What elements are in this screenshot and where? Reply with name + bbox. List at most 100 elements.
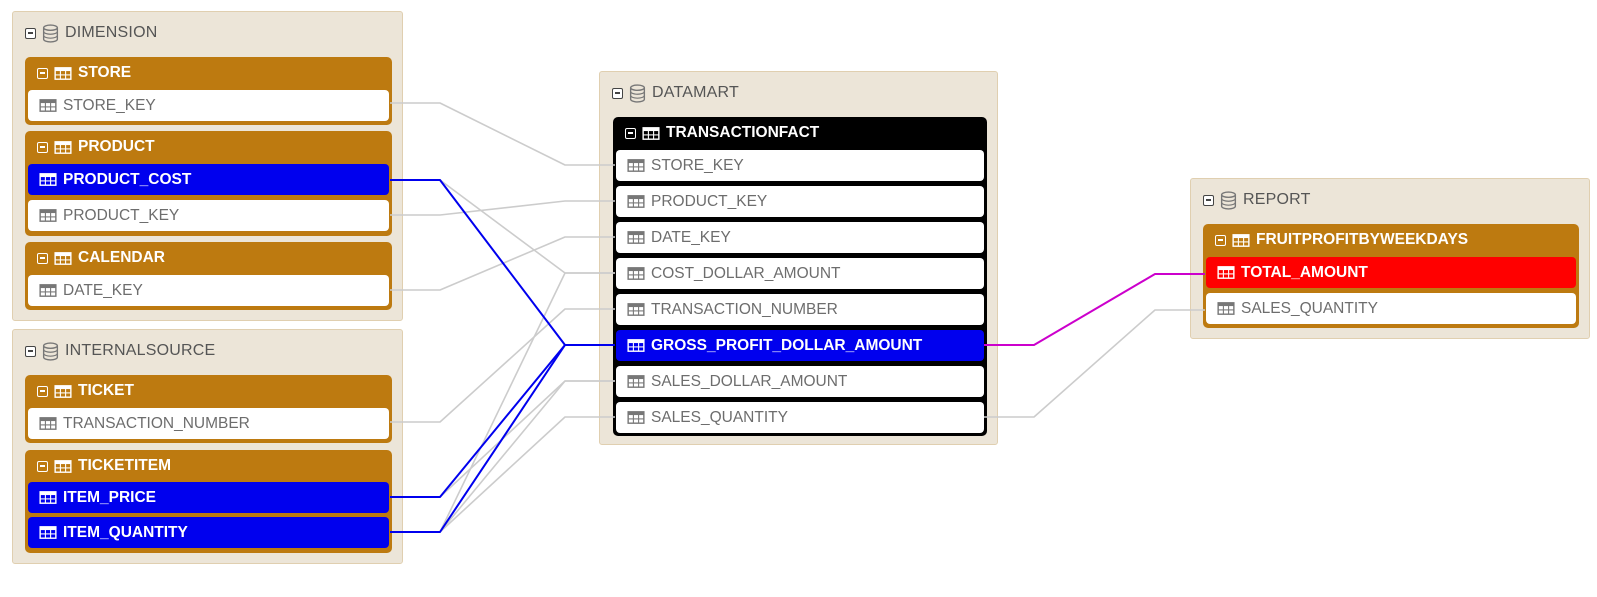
link-sales-quantity-to-sales-quantity bbox=[984, 309, 1205, 418]
table-fruitprofitbyweekdays[interactable]: FRUITPROFITBYWEEKDAYS TOTAL_AMOUNT SALES… bbox=[1203, 224, 1579, 328]
column-icon bbox=[39, 417, 57, 430]
table-header: STORE bbox=[37, 64, 131, 82]
column-icon bbox=[1217, 266, 1235, 279]
column-sales-quantity[interactable]: SALES_QUANTITY bbox=[1206, 293, 1576, 324]
column-label: PRODUCT_KEY bbox=[63, 206, 180, 224]
column-label: STORE_KEY bbox=[63, 96, 156, 114]
column-icon bbox=[627, 267, 645, 280]
table-header: TICKET bbox=[37, 382, 134, 400]
table-icon bbox=[642, 127, 660, 140]
collapse-icon[interactable] bbox=[37, 252, 48, 264]
highlighted-links bbox=[390, 179, 615, 533]
column-icon bbox=[39, 173, 57, 186]
column-date-key[interactable]: DATE_KEY bbox=[28, 275, 389, 306]
collapse-icon[interactable] bbox=[37, 460, 48, 472]
link-product-cost-to-gross-profit-dollar-amount bbox=[390, 179, 615, 346]
column-store-key[interactable]: STORE_KEY bbox=[28, 90, 389, 121]
collapse-icon[interactable] bbox=[37, 67, 48, 79]
column-label: TRANSACTION_NUMBER bbox=[651, 300, 838, 318]
column-icon bbox=[627, 303, 645, 316]
table-icon bbox=[1232, 234, 1250, 247]
table-icon bbox=[54, 385, 72, 398]
schema-header: DIMENSION bbox=[25, 23, 157, 43]
column-label: PRODUCT_COST bbox=[63, 170, 192, 188]
column-transaction-number[interactable]: TRANSACTION_NUMBER bbox=[616, 294, 984, 325]
table-header: FRUITPROFITBYWEEKDAYS bbox=[1215, 231, 1468, 249]
collapse-icon[interactable] bbox=[625, 127, 636, 139]
schema-title: DATAMART bbox=[652, 84, 739, 101]
table-title: TICKET bbox=[78, 382, 134, 399]
column-cost-dollar-amount[interactable]: COST_DOLLAR_AMOUNT bbox=[616, 258, 984, 289]
link-item-quantity-to-cost-dollar-amount bbox=[390, 272, 615, 533]
column-transaction-number[interactable]: TRANSACTION_NUMBER bbox=[28, 408, 389, 439]
column-date-key[interactable]: DATE_KEY bbox=[616, 222, 984, 253]
table-header: TRANSACTIONFACT bbox=[625, 124, 819, 142]
column-label: COST_DOLLAR_AMOUNT bbox=[651, 264, 841, 282]
column-product-cost[interactable]: PRODUCT_COST bbox=[28, 164, 389, 195]
database-icon bbox=[42, 24, 59, 43]
column-label: SALES_DOLLAR_AMOUNT bbox=[651, 372, 848, 390]
table-transactionfact[interactable]: TRANSACTIONFACT STORE_KEY PRODUCT_KEY DA… bbox=[613, 117, 987, 436]
table-calendar[interactable]: CALENDAR DATE_KEY bbox=[25, 242, 392, 310]
column-icon bbox=[627, 195, 645, 208]
column-icon bbox=[627, 159, 645, 172]
column-label: SALES_QUANTITY bbox=[651, 408, 788, 426]
link-store-key-to-store-key bbox=[390, 102, 615, 166]
column-product-key[interactable]: PRODUCT_KEY bbox=[28, 200, 389, 231]
table-ticketitem[interactable]: TICKETITEM ITEM_PRICE ITEM_QUANTITY bbox=[25, 450, 392, 553]
collapse-icon[interactable] bbox=[1215, 234, 1226, 246]
column-gross-profit-dollar-amount[interactable]: GROSS_PROFIT_DOLLAR_AMOUNT bbox=[616, 330, 984, 361]
column-label: DATE_KEY bbox=[651, 228, 731, 246]
column-label: ITEM_QUANTITY bbox=[63, 523, 188, 541]
link-date-key-to-date-key bbox=[390, 236, 615, 291]
collapse-icon[interactable] bbox=[37, 141, 48, 153]
collapse-icon[interactable] bbox=[612, 87, 623, 99]
table-header: TICKETITEM bbox=[37, 457, 171, 475]
link-item-quantity-to-sales-dollar-amount bbox=[390, 380, 615, 533]
column-item-quantity[interactable]: ITEM_QUANTITY bbox=[28, 517, 389, 548]
table-store[interactable]: STORE STORE_KEY bbox=[25, 57, 392, 125]
table-icon bbox=[54, 460, 72, 473]
column-label: STORE_KEY bbox=[651, 156, 744, 174]
column-icon bbox=[1217, 302, 1235, 315]
collapse-icon[interactable] bbox=[25, 27, 36, 39]
column-label: GROSS_PROFIT_DOLLAR_AMOUNT bbox=[651, 336, 923, 354]
collapse-icon[interactable] bbox=[37, 385, 48, 397]
table-product[interactable]: PRODUCT PRODUCT_COST PRODUCT_KEY bbox=[25, 131, 392, 236]
link-product-cost-to-cost-dollar-amount bbox=[390, 179, 615, 274]
schema-title: DIMENSION bbox=[65, 24, 158, 41]
column-store-key[interactable]: STORE_KEY bbox=[616, 150, 984, 181]
link-transaction-number-to-transaction-number bbox=[390, 308, 615, 423]
column-item-price[interactable]: ITEM_PRICE bbox=[28, 482, 389, 513]
table-title: CALENDAR bbox=[78, 249, 165, 266]
column-icon bbox=[627, 339, 645, 352]
collapse-icon[interactable] bbox=[25, 345, 36, 357]
schema-title: REPORT bbox=[1243, 191, 1311, 208]
column-icon bbox=[627, 411, 645, 424]
table-icon bbox=[54, 141, 72, 154]
table-title: PRODUCT bbox=[78, 138, 155, 155]
database-icon bbox=[42, 342, 59, 361]
column-product-key[interactable]: PRODUCT_KEY bbox=[616, 186, 984, 217]
column-label: ITEM_PRICE bbox=[63, 488, 157, 506]
database-icon bbox=[1220, 191, 1237, 210]
table-icon bbox=[54, 67, 72, 80]
table-header: CALENDAR bbox=[37, 249, 165, 267]
column-icon bbox=[39, 99, 57, 112]
column-icon bbox=[627, 231, 645, 244]
column-label: DATE_KEY bbox=[63, 281, 143, 299]
schema-title: INTERNALSOURCE bbox=[65, 342, 216, 359]
collapse-icon[interactable] bbox=[1203, 194, 1214, 206]
column-icon bbox=[39, 209, 57, 222]
column-sales-dollar-amount[interactable]: SALES_DOLLAR_AMOUNT bbox=[616, 366, 984, 397]
table-title: FRUITPROFITBYWEEKDAYS bbox=[1256, 231, 1469, 248]
column-label: SALES_QUANTITY bbox=[1241, 299, 1378, 317]
table-title: TICKETITEM bbox=[78, 457, 171, 474]
column-sales-quantity[interactable]: SALES_QUANTITY bbox=[616, 402, 984, 433]
link-item-price-to-gross-profit-dollar-amount bbox=[390, 344, 615, 498]
column-total-amount[interactable]: TOTAL_AMOUNT bbox=[1206, 257, 1576, 288]
schema-header: REPORT bbox=[1203, 190, 1311, 210]
table-ticket[interactable]: TICKET TRANSACTION_NUMBER bbox=[25, 375, 392, 443]
column-icon bbox=[627, 375, 645, 388]
column-label: PRODUCT_KEY bbox=[651, 192, 768, 210]
